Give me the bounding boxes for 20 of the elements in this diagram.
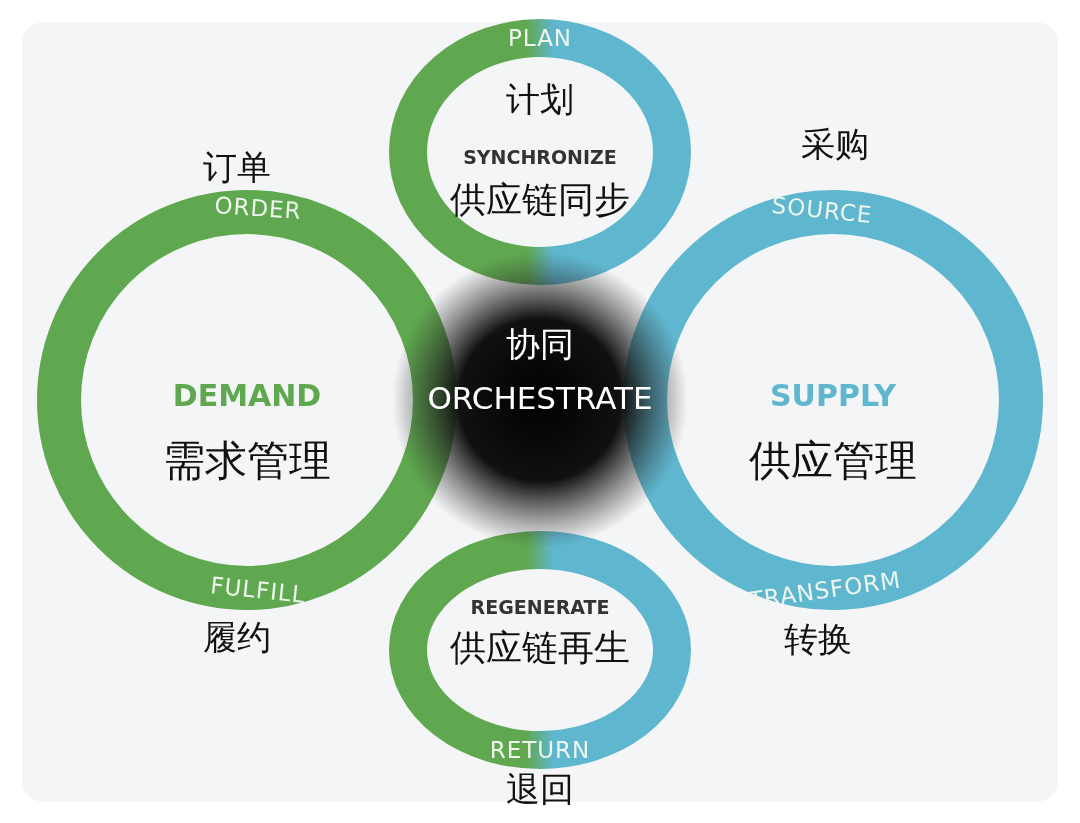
stage-label: 履约 — [203, 616, 271, 659]
ring-label: RETURN — [489, 737, 591, 763]
ring-subtitle: 供应管理 — [748, 435, 918, 487]
loop-title: REGENERATE — [469, 596, 611, 618]
stage-label: 转换 — [784, 618, 852, 661]
ring-label: FULFILL — [209, 572, 307, 608]
stage-label: 退回 — [506, 768, 574, 811]
stage-label: 订单 — [203, 146, 271, 189]
stage-label: 采购 — [801, 123, 869, 166]
ring-label: TRANSFORM — [747, 566, 903, 614]
loop-subtitle: 供应链再生 — [449, 626, 631, 670]
center-title: ORCHESTRATE — [426, 380, 654, 416]
loop-subtitle: 供应链同步 — [449, 178, 631, 222]
loop-title: SYNCHRONIZE — [462, 146, 618, 168]
stage-label: 计划 — [506, 78, 574, 121]
ring-label: PLAN — [507, 25, 573, 51]
ring-label: ORDER — [213, 192, 303, 224]
ring-subtitle: 需求管理 — [162, 435, 332, 487]
ring-label: SOURCE — [770, 191, 874, 229]
center-subtitle: 协同 — [505, 323, 575, 366]
